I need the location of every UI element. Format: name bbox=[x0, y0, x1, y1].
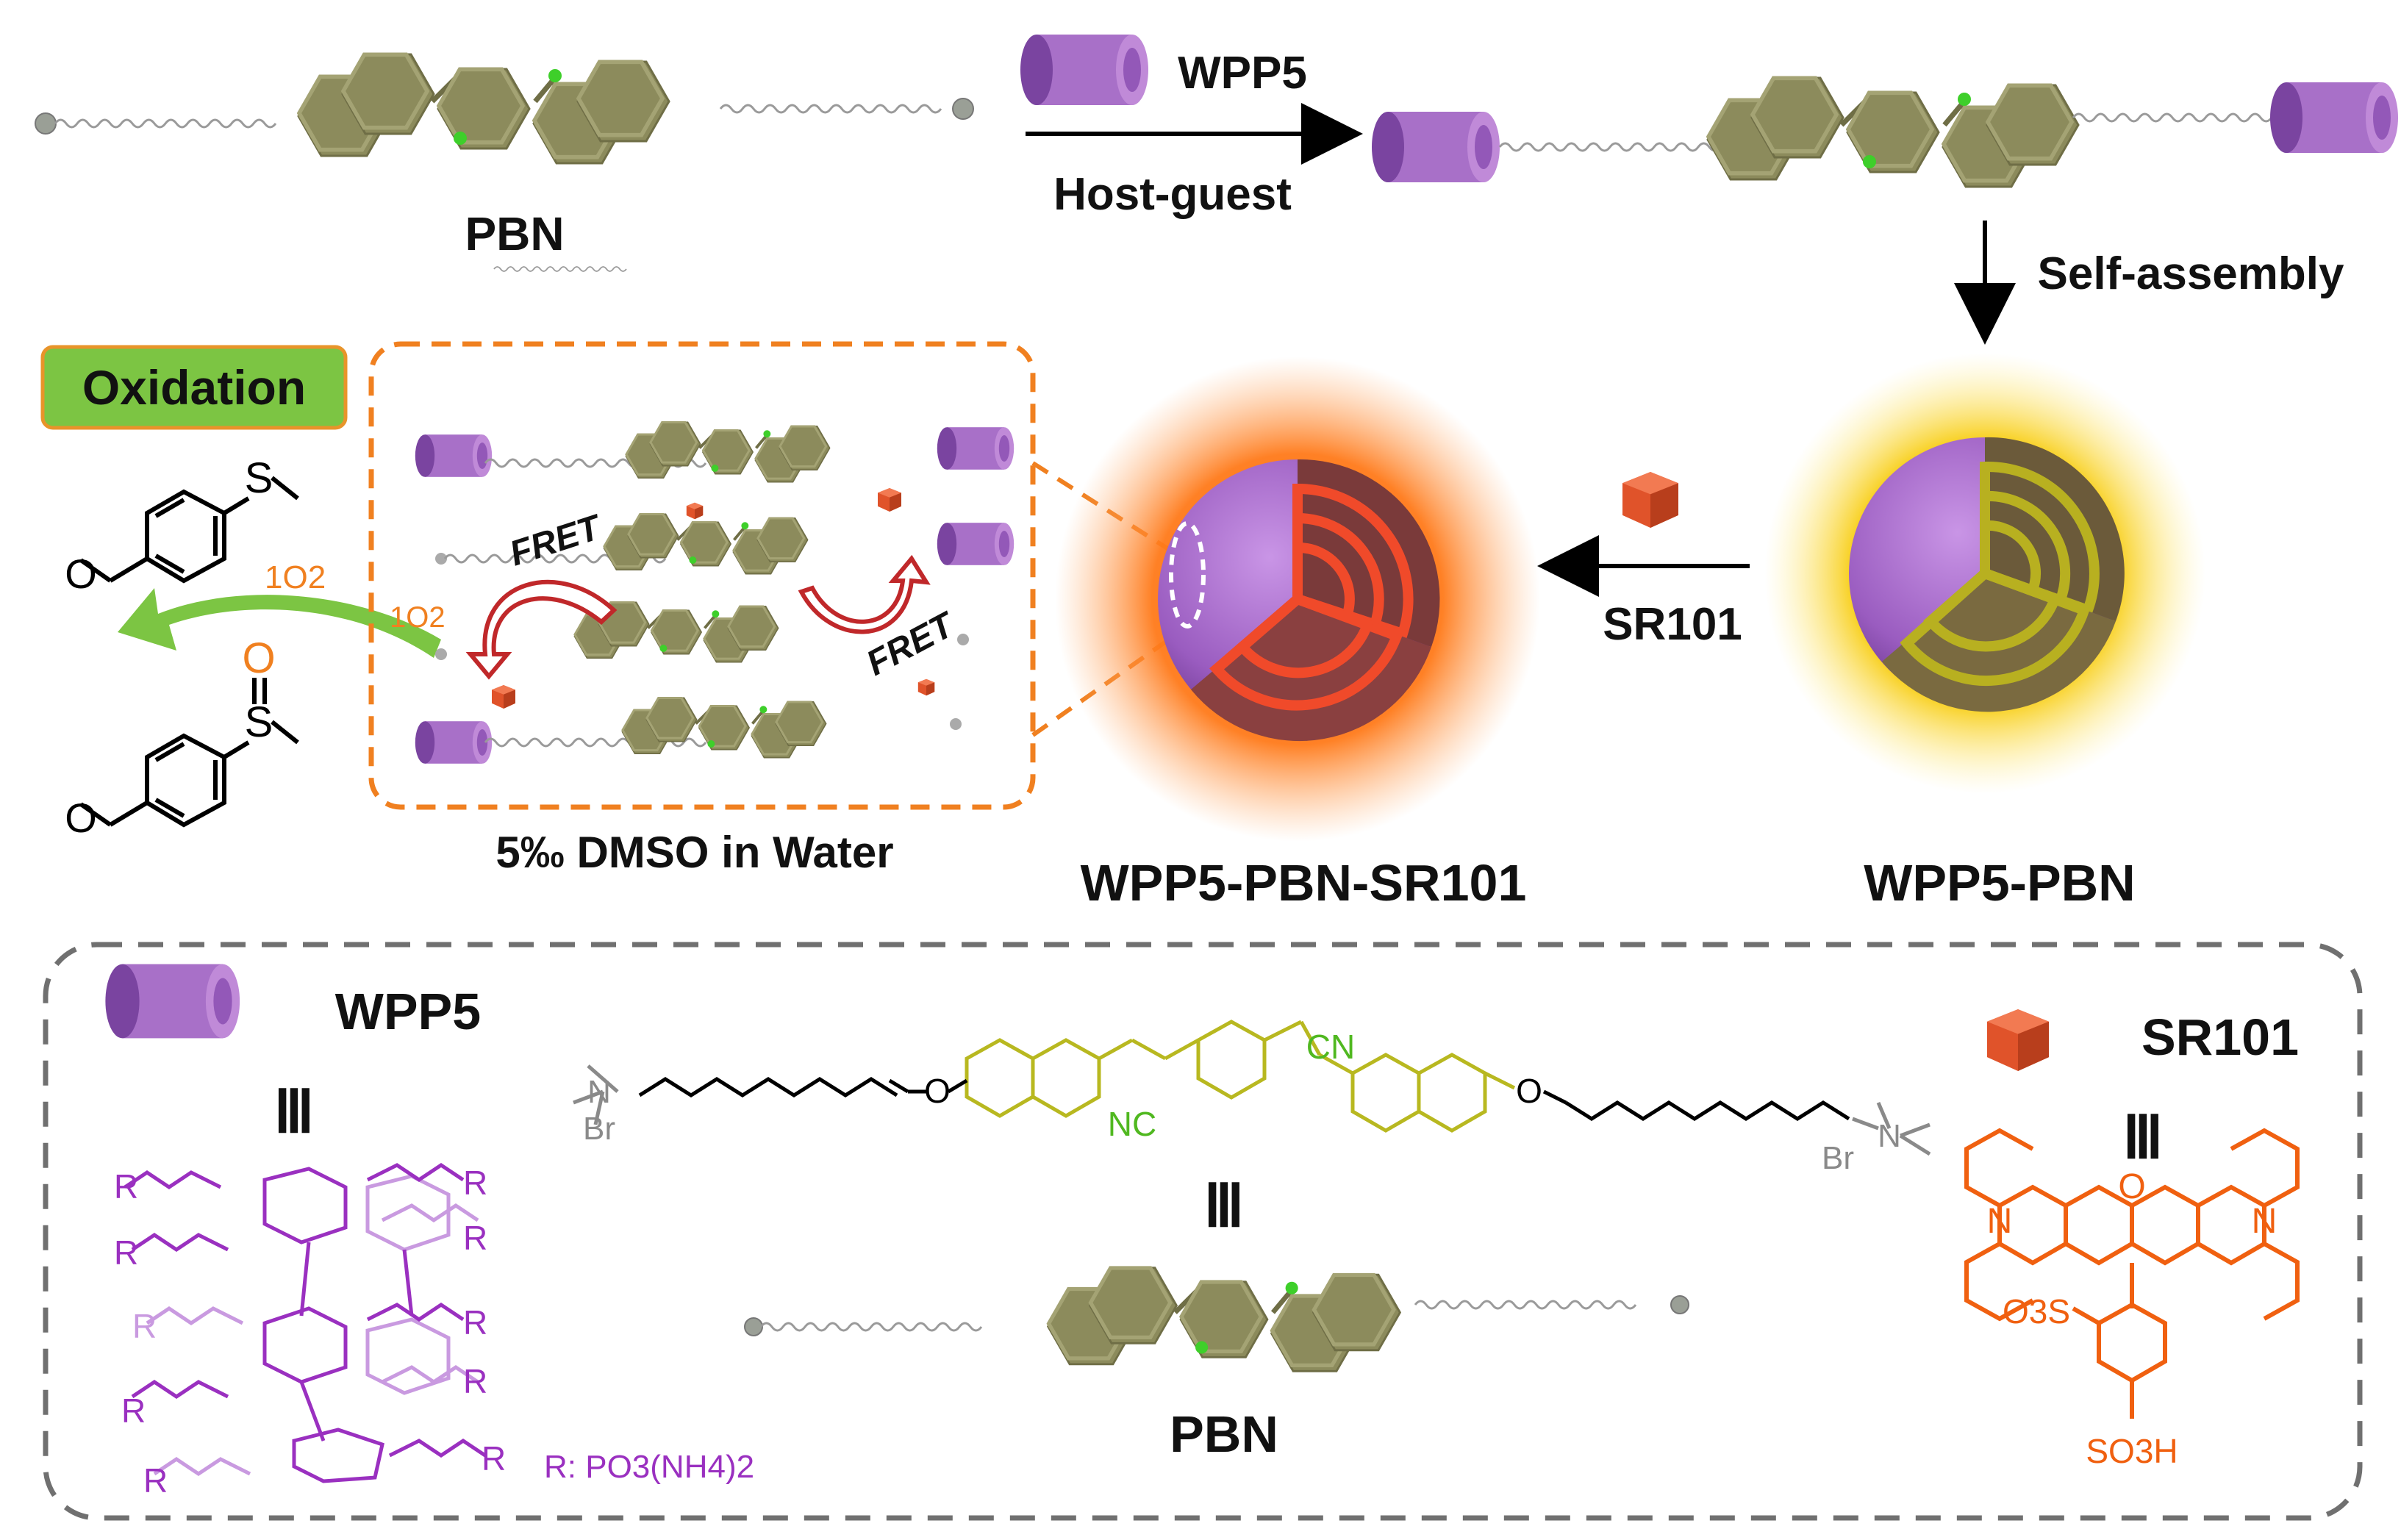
pbn-nitrogen-right: N bbox=[1878, 1118, 1901, 1154]
wpp5-r-groups: R R R R R R R R R R bbox=[114, 1164, 506, 1500]
free-pbn-molecule bbox=[35, 54, 974, 163]
fret-label-1: FRET bbox=[505, 507, 607, 573]
pbn-cyano-top: CN bbox=[1306, 1028, 1355, 1066]
wpp5-equivalence-symbol: Ⅲ bbox=[273, 1079, 314, 1145]
svg-text:R: R bbox=[482, 1439, 506, 1478]
inset-complex-4 bbox=[415, 698, 962, 764]
svg-text:R: R bbox=[143, 1461, 168, 1500]
methoxy-sulfoxide-structure bbox=[79, 678, 299, 828]
inset-singlet-oxygen: 1O2 bbox=[390, 601, 446, 634]
svg-text:R: R bbox=[114, 1233, 138, 1272]
pbn-top-label: PBN bbox=[465, 207, 564, 260]
sr101-cube-icon bbox=[1622, 472, 1678, 528]
oxygen-atom-1: O bbox=[65, 551, 97, 597]
svg-text:R: R bbox=[114, 1167, 138, 1206]
sr101-nitrogen-right: N bbox=[2252, 1202, 2277, 1241]
sr101-oxygen: O bbox=[2118, 1167, 2145, 1206]
pbn-nitrogen-left: N bbox=[587, 1074, 611, 1110]
wpp5-arrow-label: WPP5 bbox=[1178, 48, 1307, 99]
host-guest-complex bbox=[1372, 78, 2398, 187]
sulfur-atom-sulfoxide: S bbox=[245, 698, 273, 746]
wpp5-pbn-label: WPP5-PBN bbox=[1864, 854, 2135, 912]
pbn-bromide-right: Br bbox=[1822, 1140, 1854, 1176]
sulfur-atom-sulfide: S bbox=[245, 454, 273, 502]
wpp5-legend-label: WPP5 bbox=[335, 983, 481, 1040]
sr101-loaded-nanoparticle bbox=[1158, 459, 1440, 742]
oxygen-atom-2: O bbox=[65, 795, 97, 841]
pbn-legend-label: PBN bbox=[1170, 1405, 1278, 1463]
zoom-inset-frame bbox=[368, 341, 1036, 810]
sr101-sulfonic-acid: SO3H bbox=[2086, 1432, 2178, 1470]
wpp5-host-icon bbox=[1020, 35, 1148, 105]
inset-complex-3 bbox=[435, 602, 969, 662]
svg-text:R: R bbox=[463, 1362, 487, 1400]
singlet-oxygen-label: 1O2 bbox=[265, 559, 326, 595]
pbn-cyano-bottom: NC bbox=[1108, 1105, 1156, 1143]
svg-text:R: R bbox=[132, 1307, 157, 1345]
pbn-chemical-structure bbox=[573, 1020, 1931, 1156]
fret-arrow-1 bbox=[465, 579, 618, 680]
svg-text:R: R bbox=[463, 1219, 487, 1257]
wpp5-r-group-definition: R: PO3(NH4)2 bbox=[544, 1449, 754, 1485]
fret-label-2: FRET bbox=[860, 604, 962, 683]
wpp5-pbn-nanoparticle bbox=[1849, 437, 2125, 712]
wpp5-legend-icon bbox=[105, 964, 240, 1039]
sulfoxide-oxygen: O bbox=[242, 634, 275, 682]
oxidation-badge bbox=[40, 345, 348, 430]
inset-complex-1 bbox=[415, 266, 1015, 482]
sr101-arrow-label: SR101 bbox=[1603, 599, 1742, 650]
pbn-oxygen-right: O bbox=[1516, 1072, 1542, 1110]
legend-frame bbox=[43, 942, 2363, 1521]
methoxy-thioanisole-structure bbox=[79, 476, 299, 584]
pbn-equivalence-symbol: Ⅲ bbox=[1203, 1173, 1244, 1239]
sr101-sulfonate-left: O3S bbox=[2003, 1292, 2070, 1331]
sr101-nitrogen-left: N bbox=[1987, 1202, 2013, 1241]
pbn-oxygen-left: O bbox=[924, 1072, 951, 1110]
wpp5-pbn-sr101-label: WPP5-PBN-SR101 bbox=[1081, 854, 1527, 912]
svg-text:R: R bbox=[121, 1392, 146, 1430]
host-guest-arrow-label: Host-guest bbox=[1053, 169, 1292, 220]
sr101-chemical-structure bbox=[1964, 1128, 2300, 1419]
sr101-legend-label: SR101 bbox=[2141, 1009, 2299, 1066]
fret-arrow-2 bbox=[798, 554, 931, 634]
oxidation-green-arrow bbox=[118, 588, 441, 658]
solvent-label: 5‰ DMSO in Water bbox=[495, 828, 893, 877]
pbn-bromide-left: Br bbox=[583, 1111, 615, 1147]
sr101-equivalence-symbol: Ⅲ bbox=[2122, 1105, 2163, 1170]
svg-text:R: R bbox=[463, 1303, 487, 1342]
wpp5-chemical-structure bbox=[124, 1162, 487, 1483]
self-assembly-label: Self-assembly bbox=[2038, 248, 2345, 299]
inset-complex-2 bbox=[435, 514, 1015, 573]
oxidation-label: Oxidation bbox=[82, 360, 306, 415]
sr101-legend-icon bbox=[1987, 1009, 2049, 1071]
svg-text:R: R bbox=[463, 1164, 487, 1202]
singlet-oxygen-text: 1O2 bbox=[265, 559, 326, 595]
pbn-legend-molecule bbox=[744, 1268, 1689, 1372]
